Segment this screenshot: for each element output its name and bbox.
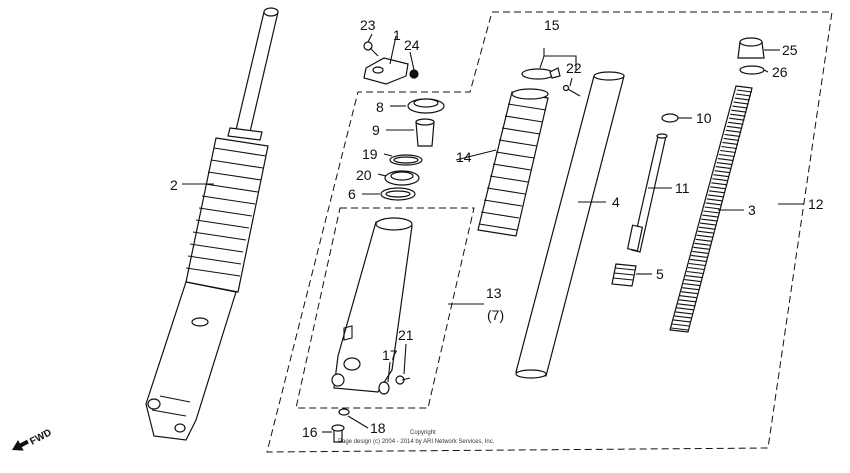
part-8-dust-seal xyxy=(407,98,445,114)
part-1-clamp xyxy=(363,57,409,85)
label-14: 14 xyxy=(456,149,472,165)
fwd-indicator: FWD xyxy=(12,427,54,451)
label-23: 23 xyxy=(360,17,376,33)
label-11: 11 xyxy=(675,180,690,196)
part-17-washer xyxy=(378,381,390,395)
label-5: 5 xyxy=(656,266,664,282)
label-15: 15 xyxy=(544,17,560,33)
label-18: 18 xyxy=(370,420,386,436)
label-25: 25 xyxy=(782,42,798,58)
part-2-fork-leg xyxy=(145,7,279,441)
label-10: 10 xyxy=(696,110,712,126)
part-24-nut xyxy=(409,69,419,79)
part-3-fork-spring xyxy=(669,85,753,333)
part-6-washer xyxy=(380,187,416,201)
label-26: 26 xyxy=(772,64,788,80)
copyright-title: Copyright xyxy=(410,430,436,436)
assembly-outline xyxy=(266,11,833,453)
label-9: 9 xyxy=(372,122,380,138)
copyright-notice: Copyright Page design (c) 2004 - 2014 by… xyxy=(338,430,495,445)
part-19-clip xyxy=(389,154,423,166)
part-4-inner-tube xyxy=(515,71,625,379)
part-20-seal xyxy=(384,170,420,186)
part-21-bolt xyxy=(395,375,411,385)
part-13-slider xyxy=(331,217,413,393)
leader-lines xyxy=(182,33,804,433)
fwd-label: FWD xyxy=(28,427,53,447)
part-26-o-ring xyxy=(739,65,765,75)
part-5-rebound-spring xyxy=(611,263,637,287)
fwd-arrow-icon xyxy=(12,439,29,451)
callout-labels: 2 23 1 24 8 9 19 20 6 14 15 22 4 10 11 5… xyxy=(170,17,824,440)
label-2: 2 xyxy=(170,177,178,193)
part-11-damper-rod xyxy=(626,133,668,253)
part-14-boot xyxy=(477,88,549,237)
label-21: 21 xyxy=(398,327,414,343)
label-17: 17 xyxy=(382,347,398,363)
part-25-fork-cap xyxy=(737,37,765,59)
part-16-drain-bolt xyxy=(331,424,345,443)
label-13: 13 xyxy=(486,285,502,301)
label-6: 6 xyxy=(348,186,356,202)
label-3: 3 xyxy=(748,202,756,218)
label-13-note: (7) xyxy=(487,307,504,323)
slider-subgroup-outline xyxy=(295,207,475,409)
label-12: 12 xyxy=(808,196,824,212)
label-20: 20 xyxy=(356,167,372,183)
label-4: 4 xyxy=(612,194,620,210)
part-22-screw xyxy=(562,84,581,97)
part-9-bushing xyxy=(415,118,435,147)
label-24: 24 xyxy=(404,37,420,53)
label-22: 22 xyxy=(566,60,582,76)
label-8: 8 xyxy=(376,99,384,115)
copyright-text: Page design (c) 2004 - 2014 by ARI Netwo… xyxy=(338,439,495,445)
label-19: 19 xyxy=(362,146,378,162)
label-1: 1 xyxy=(393,27,401,43)
part-15-band xyxy=(521,67,561,80)
part-10-ring xyxy=(661,113,679,123)
label-16: 16 xyxy=(302,424,318,440)
part-23-bolt xyxy=(363,41,379,57)
part-18-gasket xyxy=(338,408,350,416)
